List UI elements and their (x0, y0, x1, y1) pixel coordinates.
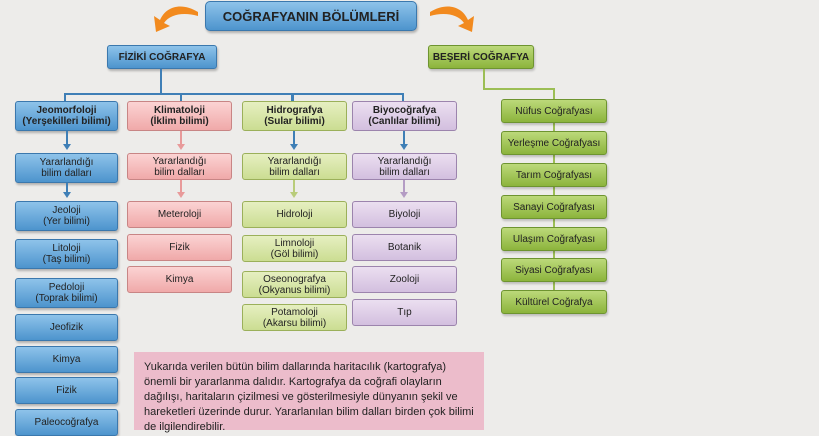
sanayi-cografyasi-box: Sanayi Coğrafyası (501, 195, 607, 219)
note-box: Yukarıda verilen bütün bilim dallarında … (134, 352, 484, 433)
klimatoloji-box: Klimatoloji(İklim bilimi) (127, 101, 232, 131)
litoloji-box: Litoloji(Taş bilimi) (15, 239, 118, 269)
jeofizik-box: Jeofizik (15, 314, 118, 341)
zooloji-box: Zooloji (352, 266, 457, 293)
fizik-red-box: Fizik (127, 234, 232, 261)
main-title: COĞRAFYANIN BÖLÜMLERİ (205, 1, 417, 31)
kimya-blue-box: Kimya (15, 346, 118, 373)
meteroloji-box: Meteroloji (127, 201, 232, 228)
biyocografya-box: Biyocoğrafya(Canlılar bilimi) (352, 101, 457, 131)
paleocografya-box: Paleocoğrafya (15, 409, 118, 436)
left-curved-arrow-icon (154, 6, 198, 33)
nufus-cografyasi-box: Nüfus Coğrafyası (501, 99, 607, 123)
kulturel-cografya-box: Kültürel Coğrafya (501, 290, 607, 314)
siyasi-cografyasi-box: Siyasi Coğrafyası (501, 258, 607, 282)
hidroloji-box: Hidroloji (242, 201, 347, 228)
jeoloji-box: Jeoloji(Yer bilimi) (15, 201, 118, 231)
botanik-box: Botanik (352, 234, 457, 261)
oseonografya-box: Oseonografya(Okyanus bilimi) (242, 271, 347, 298)
beseri-cografya-box: BEŞERİ COĞRAFYA (428, 45, 534, 69)
tip-box: Tıp (352, 299, 457, 326)
kimya-red-box: Kimya (127, 266, 232, 293)
yerlesme-cografyasi-box: Yerleşme Coğrafyası (501, 131, 607, 155)
fiziki-cografya-box: FİZİKİ COĞRAFYA (107, 45, 217, 69)
tarim-cografyasi-box: Tarım Coğrafyası (501, 163, 607, 187)
potamoloji-box: Potamoloji(Akarsu bilimi) (242, 304, 347, 331)
hidrografya-box: Hidrografya(Sular bilimi) (242, 101, 347, 131)
pedoloji-box: Pedoloji(Toprak bilimi) (15, 278, 118, 308)
fizik-blue-box: Fizik (15, 377, 118, 404)
right-curved-arrow-icon (430, 6, 474, 33)
jeomorfoloji-box: Jeomorfoloji(Yerşekilleri bilimi) (15, 101, 118, 131)
biyoloji-box: Biyoloji (352, 201, 457, 228)
limnoloji-box: Limnoloji(Göl bilimi) (242, 235, 347, 262)
ulasim-cografyasi-box: Ulaşım Coğrafyası (501, 227, 607, 251)
